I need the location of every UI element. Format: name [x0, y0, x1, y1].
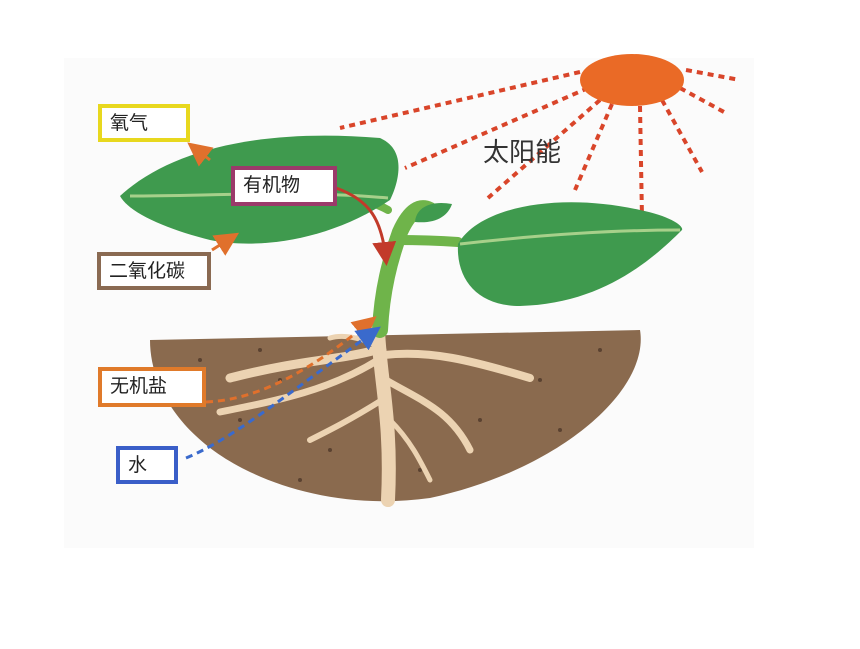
- solar-energy-label: 太阳能: [483, 138, 562, 168]
- organic-matter-arrow: [335, 186, 397, 266]
- right-leaf-vein: [459, 228, 681, 246]
- oxygen-arrow: [187, 142, 214, 167]
- right-leaf: [457, 202, 683, 306]
- water-label: 水: [116, 446, 178, 484]
- soil-texture: [198, 348, 602, 482]
- organic-matter-label: 有机物: [231, 166, 337, 206]
- inorganic-salt-label: 无机盐: [98, 367, 206, 407]
- carbon-dioxide-label: 二氧化碳: [97, 252, 211, 290]
- inorganic-salt-arrow: [205, 316, 377, 404]
- bud-leaf: [415, 202, 452, 223]
- sun: [580, 54, 684, 106]
- oxygen-label: 氧气: [98, 104, 190, 142]
- co2-arrow: [211, 232, 240, 256]
- water-arrow: [185, 326, 381, 460]
- sun-rays: [339, 68, 741, 219]
- right-petiole: [391, 235, 463, 247]
